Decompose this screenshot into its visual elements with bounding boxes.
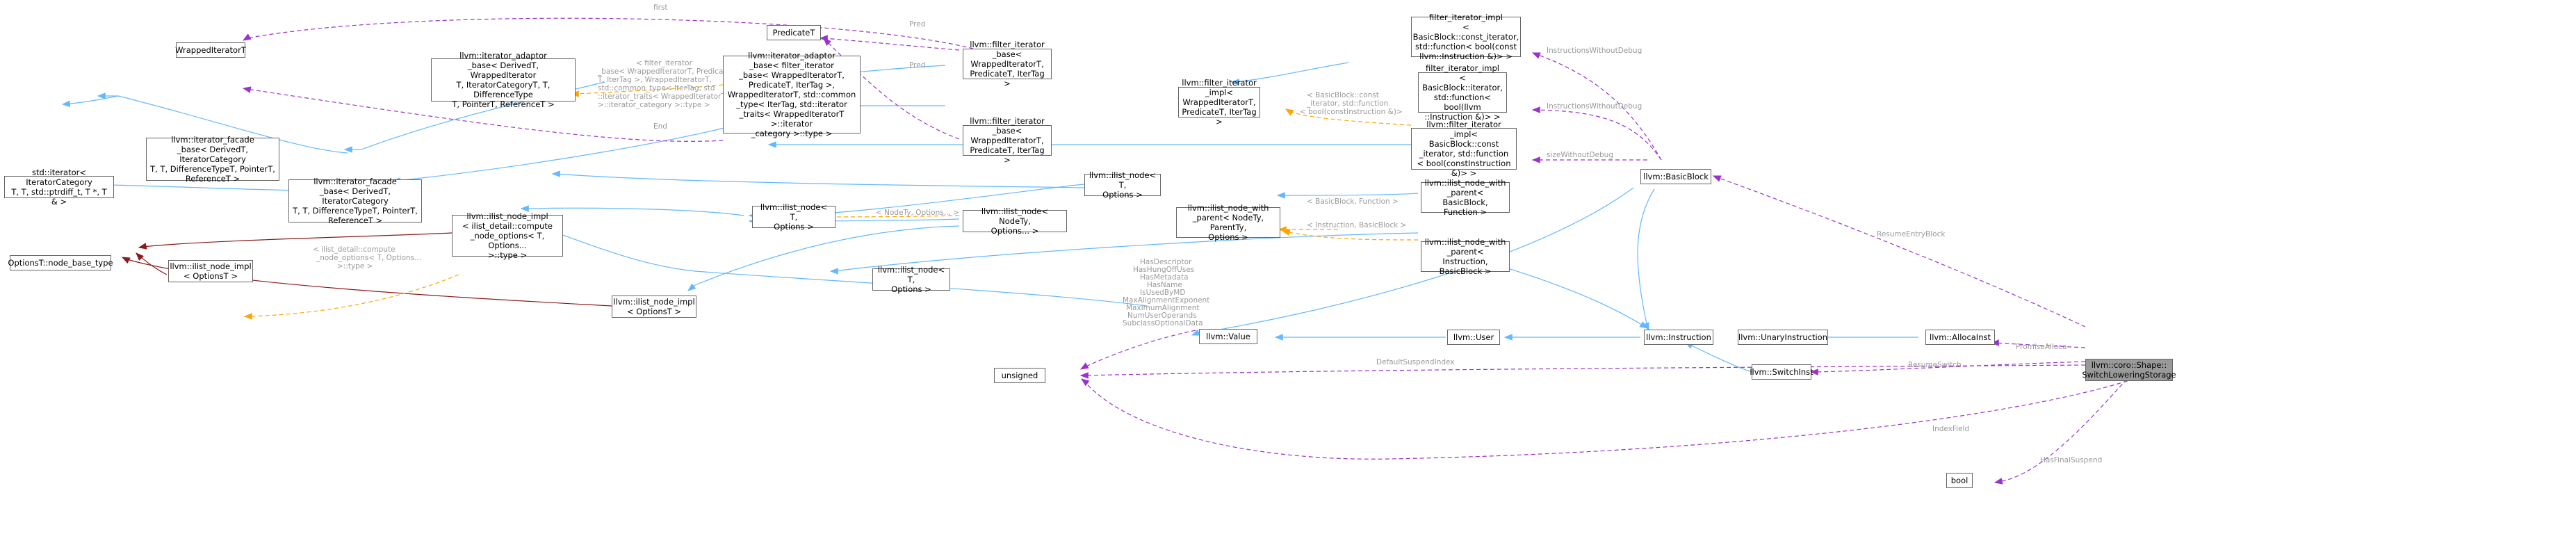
edge-label-end: End (653, 122, 667, 131)
node-fii-iterator[interactable]: filter_iterator_impl < BasicBlock::itera… (1418, 63, 1507, 122)
node-ilist-node-t-opts-top[interactable]: llvm::ilist_node< T, Options > (1084, 170, 1161, 200)
node-unsigned[interactable]: unsigned (994, 368, 1045, 383)
node-instruction[interactable]: llvm::Instruction (1644, 330, 1713, 345)
node-ilist-node-impl-opts-2[interactable]: llvm::ilist_node_impl < OptionsT > (612, 296, 696, 318)
node-ilist-node-with-parent-inst[interactable]: llvm::ilist_node_with _parent< Instructi… (1421, 237, 1510, 276)
node-unary-instruction[interactable]: llvm::UnaryInstruction (1738, 330, 1828, 345)
edge-label-promise-alloca: PromiseAlloca (2016, 343, 2066, 351)
edge-label-size-without-debug: sizeWithoutDebug (1547, 151, 1613, 159)
node-wrapped-iterator[interactable]: WrappedIteratorT (175, 42, 246, 58)
node-filter-iterator-base-2[interactable]: llvm::filter_iterator _base< WrappedIter… (963, 116, 1052, 165)
node-ilist-node-impl-opts[interactable]: llvm::ilist_node_impl < OptionsT > (168, 260, 253, 282)
node-filter-iterator-impl[interactable]: llvm::filter_iterator _impl< WrappedIter… (1178, 78, 1260, 127)
node-alloca-inst[interactable]: llvm::AllocaInst (1925, 330, 1995, 345)
node-std-iterator[interactable]: std::iterator< IteratorCategory T, T, st… (4, 168, 114, 207)
edge-label-has-final-suspend: HasFinalSuspend (2040, 456, 2102, 464)
edge-label-inst-without-debug-2: InstructionsWithoutDebug (1547, 102, 1642, 111)
edge-label-pred-2: Pred (909, 61, 925, 70)
node-switch-inst[interactable]: llvm::SwitchInst (1750, 364, 1813, 380)
edge-label-pred-1: Pred (909, 20, 925, 29)
node-iterator-adaptor-filter[interactable]: llvm::iterator_adaptor _base< filter_ite… (723, 51, 861, 138)
edge-label-resume-switch: ResumeSwitch (1908, 361, 1962, 369)
usage-edges (242, 17, 2135, 485)
edge-label-nodety-opts: < NodeTy, Options... > (876, 209, 959, 217)
node-fii-const-iterator[interactable]: filter_iterator_impl < BasicBlock::const… (1411, 13, 1521, 61)
edge-label-adaptor-template: < filter_iterator_base< WrappedIteratorT… (597, 59, 731, 109)
edge-label-inst-bb: < Instruction, BasicBlock > (1307, 221, 1406, 229)
node-options-node-base[interactable]: OptionsT::node_base_type (8, 255, 113, 270)
node-ilist-node-with-parent-bb[interactable]: llvm::ilist_node_with _parent< BasicBloc… (1421, 178, 1510, 217)
node-value[interactable]: llvm::Value (1199, 329, 1257, 344)
edge-label-index-field: IndexField (1932, 425, 1969, 433)
node-predicate-t[interactable]: PredicateT (767, 25, 821, 40)
edge-label-default-suspend-index: DefaultSuspendIndex (1376, 358, 1455, 366)
edge-label-inst-without-debug-1: InstructionsWithoutDebug (1547, 47, 1642, 55)
node-llvm-fii-const[interactable]: llvm::filter_iterator _impl< BasicBlock:… (1411, 120, 1517, 178)
node-bool[interactable]: bool (1946, 473, 1973, 488)
node-ilist-node-nodety[interactable]: llvm::ilist_node< NodeTy, Options... > (963, 207, 1067, 236)
node-iterator-adaptor-base[interactable]: llvm::iterator_adaptor _base< DerivedT, … (431, 51, 576, 109)
edge-label-resume-entry-block: ResumeEntryBlock (1877, 230, 1946, 238)
node-basic-block[interactable]: llvm::BasicBlock (1640, 169, 1711, 184)
node-filter-iterator-base-1[interactable]: llvm::filter_iterator _base< WrappedIter… (963, 40, 1052, 88)
edge-labels: first Pred Pred End < filter_iterator_ba… (313, 3, 2102, 464)
edge-label-first: first (653, 3, 668, 12)
edge-label-compute-opts: < ilist_detail::compute_node_options< T,… (313, 245, 421, 270)
node-ilist-node-t-opts-low[interactable]: llvm::ilist_node< T, Options > (872, 265, 950, 294)
node-ilist-node-t-opts-mid[interactable]: llvm::ilist_node< T, Options > (752, 202, 835, 232)
node-ilist-node-with-parent-generic[interactable]: llvm::ilist_node_with _parent< NodeTy, P… (1176, 203, 1280, 242)
private-edges (121, 232, 612, 307)
node-switch-lowering-storage[interactable]: llvm::coro::Shape:: SwitchLoweringStorag… (2082, 359, 2176, 381)
node-iterator-facade-base-2[interactable]: llvm::iterator_facade _base< DerivedT, I… (288, 177, 422, 225)
node-user[interactable]: llvm::User (1447, 330, 1500, 345)
edge-label-bb-function: < BasicBlock, Function > (1307, 197, 1399, 206)
edge-label-facade-template: < BasicBlock::const_iterator, std::funct… (1300, 91, 1403, 116)
node-iterator-facade-base-1[interactable]: llvm::iterator_facade _base< DerivedT, I… (146, 135, 279, 184)
node-ilist-node-impl-compute[interactable]: llvm::ilist_node_impl < ilist_detail::co… (452, 211, 563, 260)
